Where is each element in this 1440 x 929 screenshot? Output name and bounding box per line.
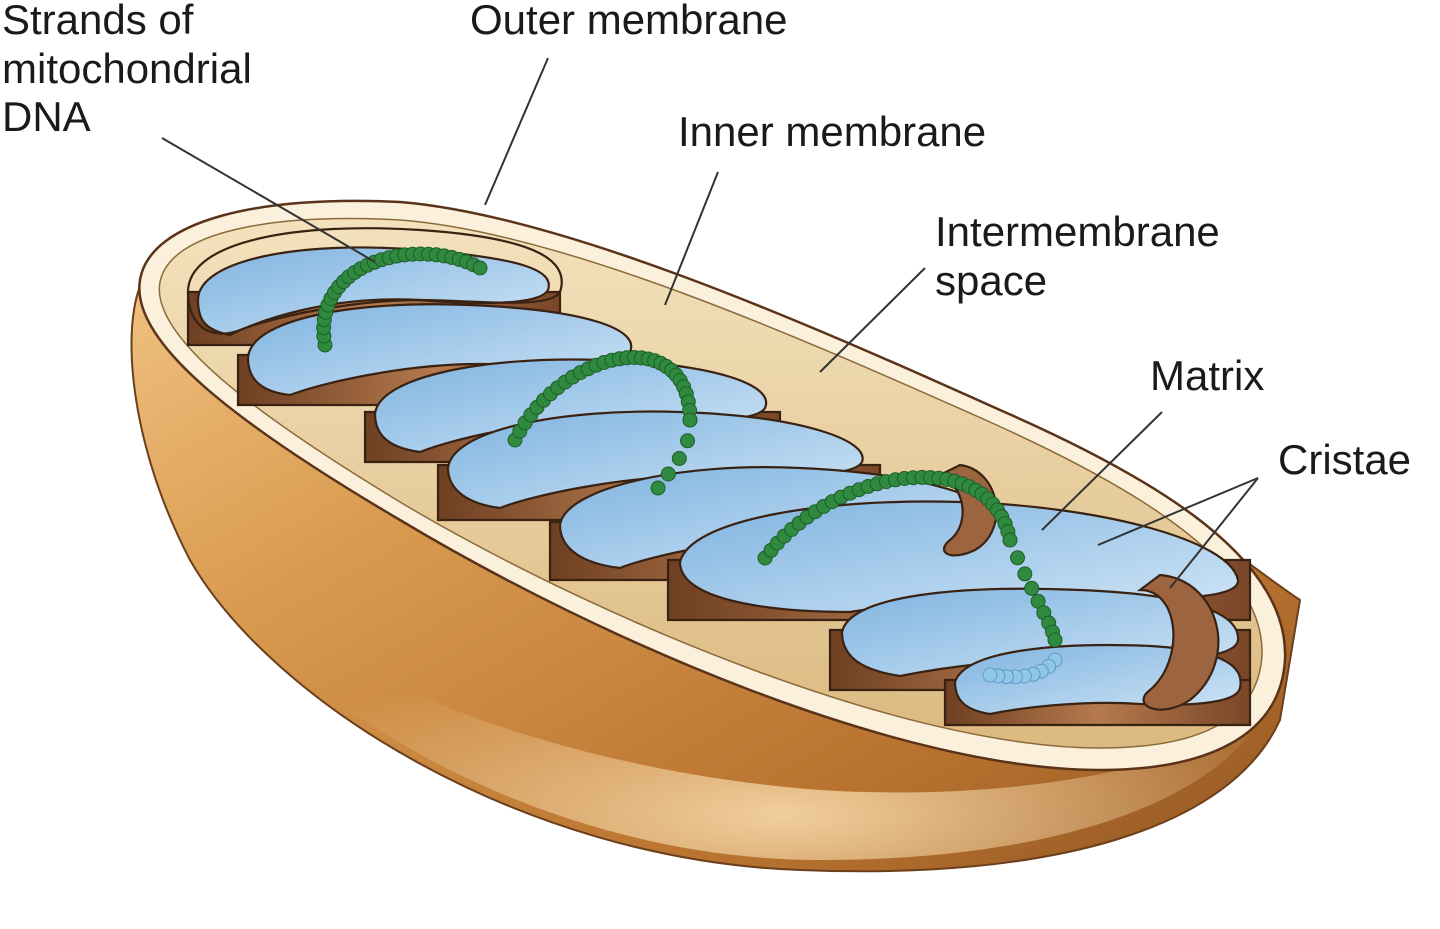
dna-bead	[1047, 632, 1063, 648]
label-matrix: Matrix	[1150, 352, 1265, 399]
label-cristae: Cristae	[1278, 436, 1412, 483]
dna-strand-faded	[982, 652, 1063, 685]
crista-loop	[1136, 573, 1220, 711]
outer-shell-highlight	[200, 560, 1260, 860]
dna-bead	[671, 451, 687, 466]
label-intermembrane-line-2: space	[935, 256, 1048, 304]
dna-bead	[1002, 532, 1018, 548]
leader-line-cristae-1	[1097, 477, 1259, 546]
dna-bead	[650, 480, 666, 496]
leader-line-dna	[161, 137, 376, 263]
label-dna-line-2: mitochondrial	[2, 44, 252, 92]
label-dna: Strands of mitochondrial DNA	[2, 0, 252, 142]
leader-lines	[161, 57, 1259, 589]
dna-bead	[1017, 566, 1033, 582]
dna-bead	[660, 466, 676, 482]
label-outer-membrane: Outer membrane	[470, 0, 788, 43]
dna-strand	[316, 246, 488, 353]
dna-strand	[507, 350, 698, 496]
leader-line-intermembrane-space	[819, 267, 926, 373]
matrix-pool	[373, 358, 768, 454]
dna-bead	[1024, 580, 1040, 596]
dna-bead	[472, 260, 488, 276]
dna-bead	[680, 433, 695, 449]
dna-strand	[757, 469, 1063, 648]
dna-bead	[1010, 550, 1025, 566]
leader-line-cristae-2	[1169, 477, 1259, 589]
label-intermembrane-line-1: Intermembrane	[935, 208, 1220, 255]
matrix-pool	[678, 500, 1240, 614]
leader-line-inner-membrane	[664, 171, 719, 306]
dna-strands	[316, 246, 1063, 685]
dna-bead	[982, 667, 998, 683]
leader-line-outer-membrane	[484, 57, 549, 206]
leader-line-matrix	[1041, 411, 1163, 531]
label-inner-membrane: Inner membrane	[678, 108, 987, 155]
label-dna-line-1: Strands of	[2, 0, 194, 43]
dna-bead	[682, 412, 698, 428]
label-dna-line-3: DNA	[2, 93, 91, 141]
label-intermembrane-space: Intermembrane space	[935, 208, 1220, 305]
cristae-group	[186, 227, 1252, 727]
